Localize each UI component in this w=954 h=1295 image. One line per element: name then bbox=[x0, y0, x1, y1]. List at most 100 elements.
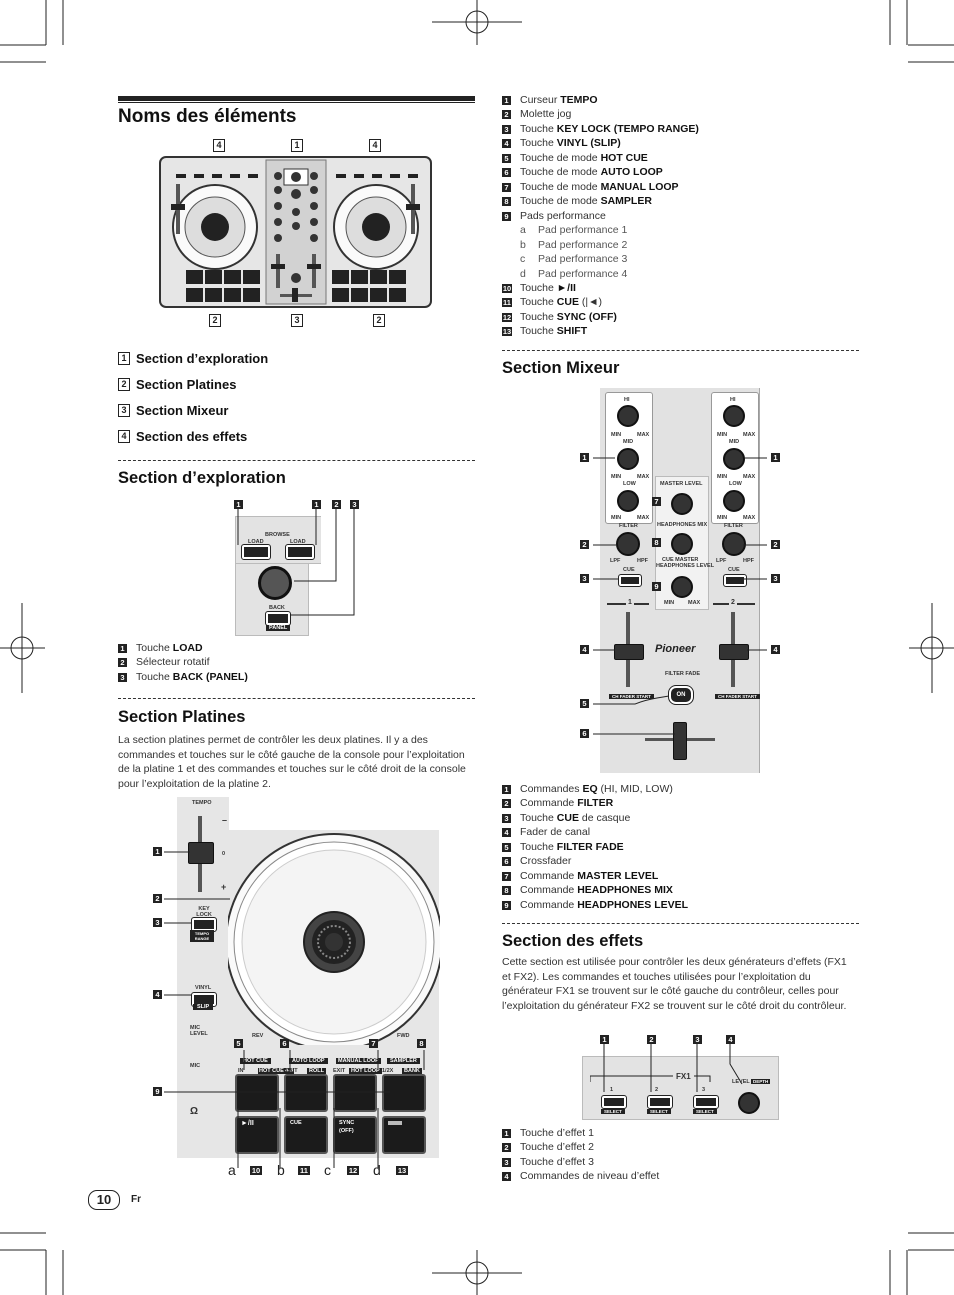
tempo-zero: 0 bbox=[222, 851, 226, 857]
mic-label: MIC bbox=[190, 1063, 201, 1069]
exploration-item: Touche BACK (PANEL) bbox=[136, 671, 248, 683]
pad-sub-letter: b bbox=[520, 239, 526, 251]
select-label: SELECT bbox=[647, 1109, 671, 1114]
cue-button[interactable] bbox=[284, 1116, 328, 1154]
mixer-item-number: 5 bbox=[502, 843, 511, 852]
headphones-mix-label: HEADPHONES MIX bbox=[657, 522, 708, 528]
hi-label: HI bbox=[624, 397, 630, 403]
platines-item-number: 12 bbox=[502, 313, 512, 322]
deck-figure-white-corner bbox=[229, 797, 439, 830]
headphones-level-knob[interactable] bbox=[671, 576, 693, 598]
mixer-callout: 3 bbox=[771, 574, 780, 583]
pad-sub-text: Pad performance 1 bbox=[538, 224, 628, 236]
deck-callout-letter: a bbox=[228, 1162, 236, 1178]
eq-low-knob-deck1[interactable] bbox=[617, 490, 639, 512]
mixer-item-number: 4 bbox=[502, 828, 511, 837]
channel-fader-1[interactable] bbox=[614, 644, 644, 660]
back-panel-button[interactable] bbox=[265, 611, 291, 626]
filter-knob-deck2[interactable] bbox=[722, 532, 746, 556]
mixer-item: Commande FILTER bbox=[520, 797, 614, 809]
eq-mid-knob-deck1[interactable] bbox=[617, 448, 639, 470]
fx-button-2[interactable] bbox=[647, 1095, 673, 1109]
platines-item: Touche de mode HOT CUE bbox=[520, 152, 648, 164]
max-label: MAX bbox=[743, 515, 756, 521]
jog-wheel[interactable] bbox=[228, 830, 440, 1045]
headphone-cue-button-deck2[interactable] bbox=[723, 574, 747, 587]
exploration-item: Sélecteur rotatif bbox=[136, 656, 210, 668]
filter-fade-label: FILTER FADE bbox=[665, 671, 701, 677]
pad-sub-label: OUT bbox=[286, 1068, 298, 1074]
select-label: SELECT bbox=[693, 1109, 717, 1114]
filter-knob-deck1[interactable] bbox=[616, 532, 640, 556]
min-label: MIN bbox=[717, 474, 728, 480]
fwd-label: FWD bbox=[397, 1033, 410, 1039]
key-lock-label: KEY LOCK bbox=[196, 906, 212, 918]
load-button-deck2[interactable] bbox=[285, 544, 315, 560]
min-label: MIN bbox=[717, 515, 728, 521]
load-label-left: LOAD bbox=[248, 539, 264, 545]
fx-level-depth-knob[interactable] bbox=[738, 1092, 760, 1114]
eq-low-knob-deck2[interactable] bbox=[723, 490, 745, 512]
pad-sub-label: 1/2X bbox=[382, 1068, 394, 1074]
fx-callout: 4 bbox=[726, 1035, 735, 1044]
fx-button-3[interactable] bbox=[693, 1095, 719, 1109]
mixer-item: Commande HEADPHONES MIX bbox=[520, 884, 673, 896]
max-label: MAX bbox=[743, 474, 756, 480]
lpf-label: LPF bbox=[610, 558, 621, 564]
section-title-platines: Section Platines bbox=[118, 708, 246, 726]
section-divider bbox=[118, 460, 475, 461]
deck-callout: 11 bbox=[298, 1166, 310, 1175]
fx-button-1[interactable] bbox=[601, 1095, 627, 1109]
exploration-callout: 3 bbox=[350, 500, 359, 509]
pad-sub-letter: a bbox=[520, 224, 526, 236]
tempo-slider[interactable] bbox=[188, 842, 214, 864]
section-divider bbox=[118, 698, 475, 699]
pioneer-logo: Pioneer bbox=[655, 643, 696, 655]
mixer-callout: 3 bbox=[580, 574, 589, 583]
on-label: ON bbox=[676, 692, 686, 698]
max-label: MAX bbox=[688, 600, 701, 606]
deck-callout: 12 bbox=[347, 1166, 359, 1175]
browse-rotary-selector[interactable] bbox=[258, 566, 292, 600]
fx-item: Touche d’effet 2 bbox=[520, 1141, 594, 1153]
mixer-item-number: 6 bbox=[502, 857, 511, 866]
channel-2-label: 2 bbox=[729, 599, 737, 606]
platines-item-number: 7 bbox=[502, 183, 511, 192]
mid-label: MID bbox=[729, 439, 740, 445]
overview-callout: 4 bbox=[213, 139, 225, 152]
overview-item-number: 1 bbox=[118, 352, 130, 365]
load-button-deck1[interactable] bbox=[241, 544, 271, 560]
overview-item-label: Section Platines bbox=[136, 377, 237, 392]
deck-callout: 9 bbox=[153, 1087, 162, 1096]
section-divider bbox=[502, 350, 859, 351]
performance-pad-1[interactable] bbox=[235, 1074, 279, 1112]
title-rule-thin bbox=[118, 102, 475, 103]
filter-fade-button[interactable]: ON bbox=[668, 685, 694, 705]
fx-callout: 2 bbox=[647, 1035, 656, 1044]
section-title-exploration: Section d’exploration bbox=[118, 469, 286, 487]
min-label: MIN bbox=[611, 515, 622, 521]
headphone-cue-button-deck1[interactable] bbox=[618, 574, 642, 587]
sync-off-label: (OFF) bbox=[339, 1128, 354, 1134]
exploration-item-number: 1 bbox=[118, 644, 127, 653]
master-level-knob[interactable] bbox=[671, 493, 693, 515]
play-pause-button[interactable] bbox=[235, 1116, 279, 1154]
performance-pad-3[interactable] bbox=[333, 1074, 377, 1112]
back-label: BACK bbox=[269, 605, 285, 611]
load-label-right: LOAD bbox=[290, 539, 306, 545]
channel-fader-2[interactable] bbox=[719, 644, 749, 660]
deck-leader-lines bbox=[164, 851, 425, 1168]
crossfader[interactable] bbox=[673, 722, 687, 760]
platines-item-number: 1 bbox=[502, 96, 511, 105]
eq-mid-knob-deck2[interactable] bbox=[723, 448, 745, 470]
overview-callout: 1 bbox=[291, 139, 303, 152]
mixer-item: Commandes EQ (HI, MID, LOW) bbox=[520, 783, 673, 795]
eq-hi-knob-deck1[interactable] bbox=[617, 405, 639, 427]
performance-pad-4[interactable] bbox=[382, 1074, 426, 1112]
deck-callout: 8 bbox=[417, 1039, 426, 1048]
performance-pad-2[interactable] bbox=[284, 1074, 328, 1112]
level-label: LEVEL bbox=[732, 1079, 750, 1085]
mixer-item: Touche CUE de casque bbox=[520, 812, 631, 824]
headphones-mix-knob[interactable] bbox=[671, 533, 693, 555]
eq-hi-knob-deck2[interactable] bbox=[723, 405, 745, 427]
